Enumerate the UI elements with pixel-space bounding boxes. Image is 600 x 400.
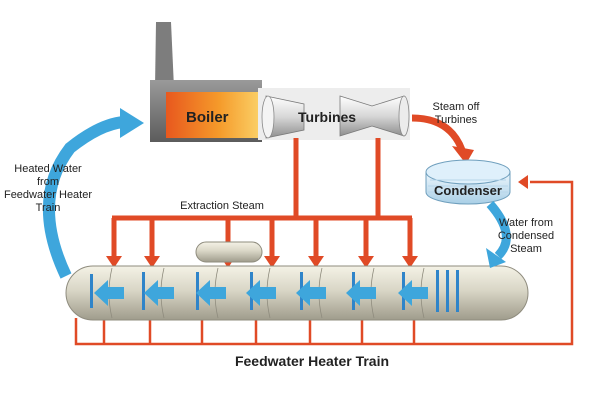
heated-water-label-3: Feedwater Heater [4,189,92,201]
feedwater-flow-arrows [94,280,428,306]
steam-to-condenser-pipe [411,114,466,152]
boiler-label: Boiler [186,109,229,126]
condensed-water-arrowhead [486,248,506,268]
condensed-water-arc [486,201,511,260]
turbines-label: Turbines [298,109,356,125]
return-arrowhead [518,175,528,189]
water-from-label-2: Condensed [498,230,554,242]
water-from-label-1: Water from [499,217,553,229]
turbine-1-face [261,95,275,139]
condenser-label: Condenser [434,183,502,198]
deaerator-drum [195,241,263,263]
condenser [425,159,511,205]
condensate-return-pipe [74,180,574,346]
steam-off-label-1: Steam off [433,101,481,113]
steam-off-label-2: Turbines [435,114,478,126]
heated-water-label-4: Train [36,202,61,214]
turbine-2-face [398,95,410,137]
extraction-steam-label: Extraction Steam [180,200,264,212]
boiler [166,92,262,138]
heated-water-label-1: Heated Water [14,163,82,175]
steam-to-condenser-arrowhead [452,146,474,164]
heated-water-return-arrowhead [120,108,144,138]
feedwater-train-label: Feedwater Heater Train [235,353,389,369]
heated-water-return-arc [43,116,125,279]
water-from-label-3: Steam [510,243,542,255]
heated-water-label-2: from [37,176,59,188]
smoke-stack [155,22,174,88]
extraction-pipes [111,138,413,258]
